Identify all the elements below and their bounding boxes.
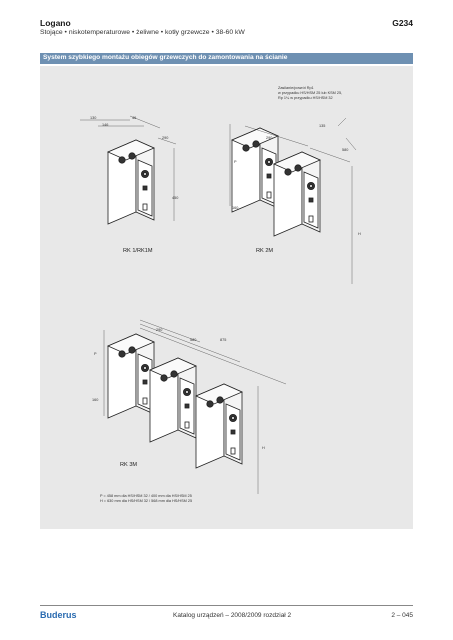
dim-146: 146 [102, 123, 109, 127]
rk3-unit-c [195, 383, 243, 469]
rk3-unit-b [149, 357, 197, 443]
dim-875: 875 [220, 338, 227, 342]
catalog-reference: Katalog urządzeń – 2008/2009 rozdział 2 [173, 612, 292, 619]
rk1-dimension-lines [80, 115, 177, 221]
section-title: System szybkiego montażu obiegów grzewcz… [43, 54, 288, 61]
drawing-panel: RK 1/RK1M RK 2M RK 3M Zasilanie/powrót R… [40, 66, 413, 529]
product-subtitle: Stojące • niskotemperaturowe • żeliwne •… [40, 29, 245, 36]
rk3-label: RK 3M [120, 462, 138, 468]
dim-H-2: H [262, 446, 265, 450]
dim-P-1: P [234, 160, 237, 164]
dim-46: 46 [132, 116, 137, 120]
dim-P-2: P [94, 352, 97, 356]
connector-note: Zasilanie/powrót Rp1 w przypadku HS/HSM … [278, 86, 343, 100]
dim-130: 130 [90, 116, 97, 120]
rk1-unit-drawing [107, 139, 155, 225]
product-code: G234 [392, 18, 413, 28]
rk2-label: RK 2M [256, 248, 274, 254]
rk2-dimension-lines [229, 117, 357, 284]
dim-450: 450 [172, 196, 179, 200]
rk2-unit-right [273, 151, 321, 237]
dim-290-c: 290 [156, 328, 163, 332]
rk3-unit-a [107, 333, 155, 419]
rk2-unit-left [231, 127, 279, 213]
dim-290-b: 290 [266, 136, 273, 140]
dim-580-b: 580 [190, 338, 197, 342]
section-title-bar: System szybkiego montażu obiegów grzewcz… [40, 53, 413, 64]
dim-135: 135 [319, 124, 326, 128]
formula-note: P = 458 mm dla HS/HSM 32 / 400 mm dla HS… [100, 494, 193, 503]
footer-divider [40, 605, 413, 606]
dim-160-a: 160 [232, 206, 239, 210]
technical-drawing [80, 115, 357, 494]
product-title: Logano [40, 18, 71, 28]
rk3-dimension-lines [103, 319, 287, 494]
page-number: 2 – 045 [391, 612, 413, 619]
dim-580-a: 580 [342, 148, 349, 152]
dim-290-a: 290 [162, 136, 169, 140]
dim-160-b: 160 [92, 398, 99, 402]
dim-H-1: H [358, 232, 361, 236]
rk1-label: RK 1/RK1M [123, 248, 153, 254]
brand-logo: Buderus [40, 610, 77, 620]
